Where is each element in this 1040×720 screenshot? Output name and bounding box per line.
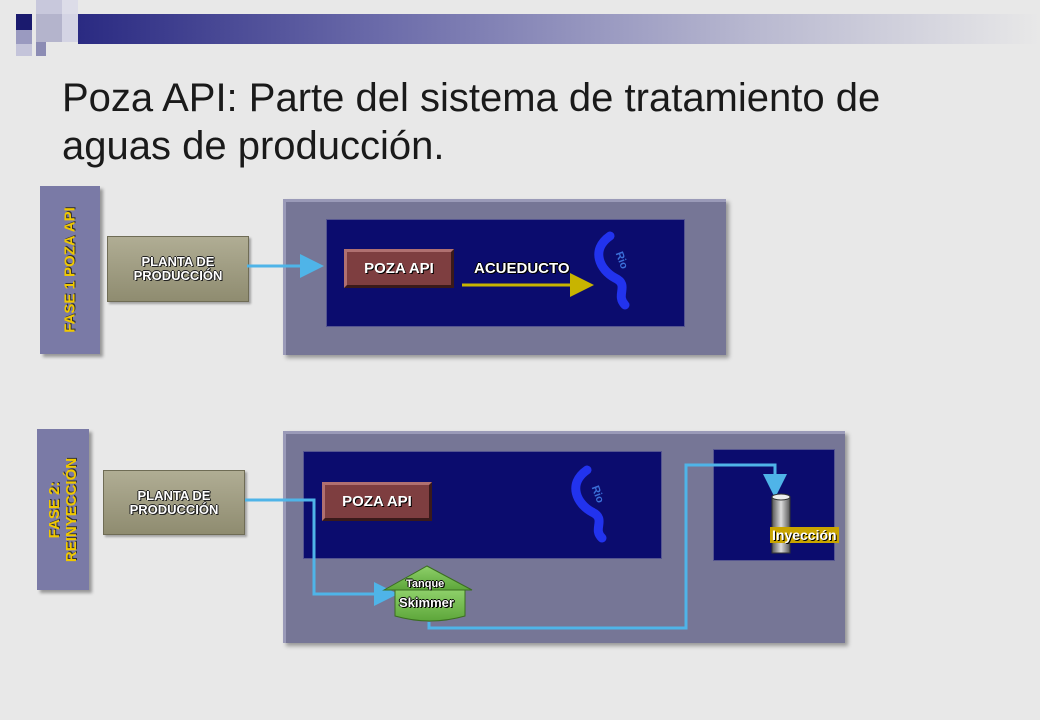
injection-label: Inyección [770, 527, 839, 543]
skimmer-tank-icon [382, 565, 473, 622]
corner-square-5 [62, 14, 78, 42]
phase1-plant-label: PLANTA DE PRODUCCIÓN [133, 254, 223, 283]
phase2-plant-label: PLANTA DE PRODUCCIÓN [129, 487, 219, 517]
phase2-pipe-plant-to-tank [245, 498, 398, 606]
corner-square-3 [62, 0, 78, 14]
phase1-river-icon [594, 231, 630, 310]
phase1-poza-api-label: POZA API [364, 260, 434, 277]
tank-body-label: Skimmer [399, 595, 454, 610]
tank-top-label: Tanque [406, 578, 445, 590]
phase2-tab: FASE 2: REINYECCIÓN [37, 429, 89, 590]
corner-square-6 [16, 30, 32, 44]
header-gradient-bar [78, 14, 1040, 44]
phase1-tab: FASE 1 POZA API [40, 186, 100, 354]
corner-square-1 [16, 14, 32, 30]
phase1-poza-api-box: POZA API [344, 249, 454, 288]
slide-title: Poza API: Parte del sistema de tratamien… [62, 76, 881, 168]
injection-well-icon [771, 493, 791, 554]
phase2-plant-box: PLANTA DE PRODUCCIÓN [103, 470, 245, 535]
phase1-plant-box: PLANTA DE PRODUCCIÓN [107, 236, 249, 302]
phase2-pipe-tank-to-injection [427, 463, 787, 630]
phase2-river-icon [571, 465, 607, 543]
corner-square-8 [36, 42, 46, 56]
corner-square-4 [36, 14, 62, 42]
phase2-poza-api-label: POZA API [342, 493, 412, 510]
phase2-poza-api-box: POZA API [322, 482, 432, 521]
corner-square-2 [36, 0, 62, 14]
corner-square-7 [16, 44, 32, 56]
phase1-aqueduct-label: ACUEDUCTO [474, 260, 570, 277]
